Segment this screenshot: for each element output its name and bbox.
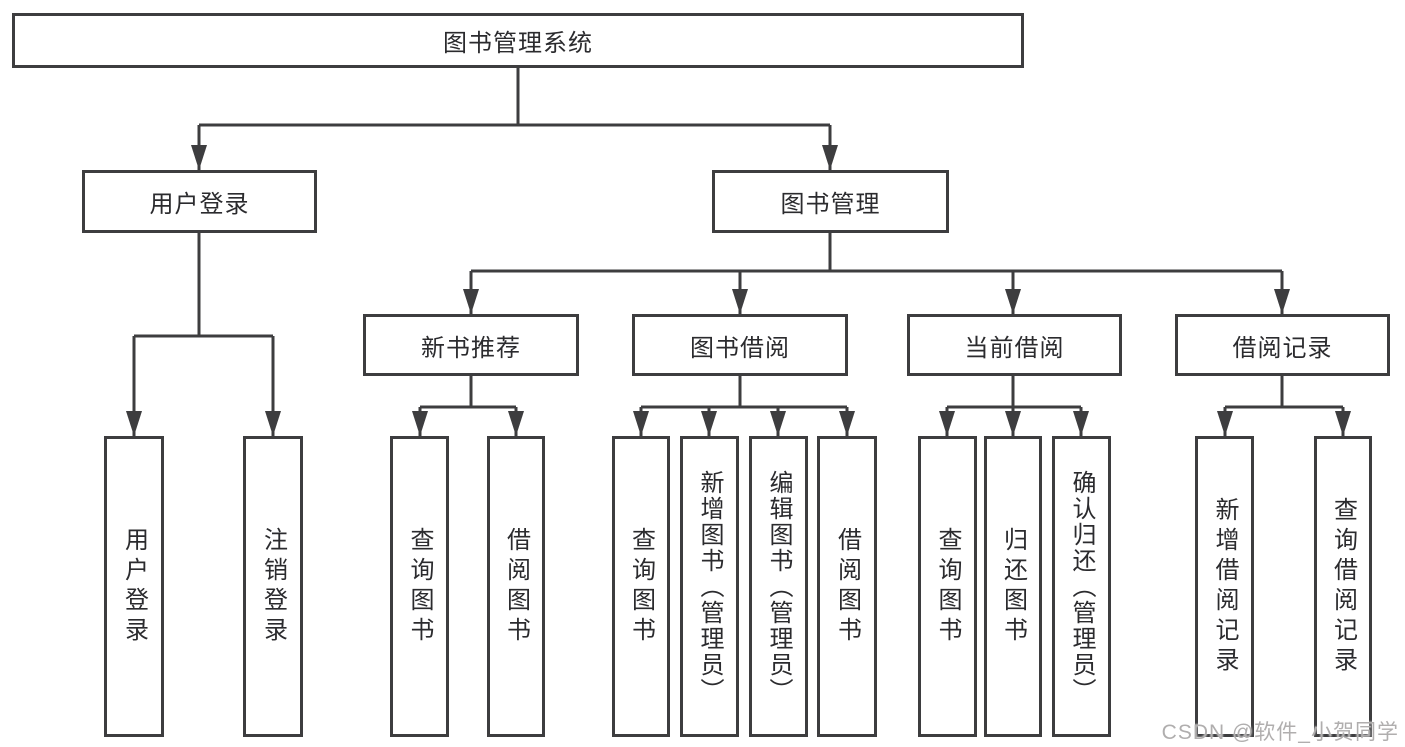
node-book-management-label: 图书管理 [780,191,881,218]
leaf-br-add-record: 新增借阅记录 [1195,436,1254,737]
leaf-rec-borrow-books: 借阅图书 [487,436,545,737]
leaf-br-query-record: 查询借阅记录 [1314,436,1372,737]
node-current-borrowing-label: 当前借阅 [964,334,1065,362]
leaf-bb-edit-books-admin: 编辑图书（管理员） [749,436,808,737]
leaf-cb-confirm-return-admin: 确认归还（管理员） [1052,436,1111,737]
leaf-cb-query-books: 查询图书 [918,436,977,737]
node-borrowing-records-label: 借阅记录 [1232,334,1333,362]
node-book-management: 图书管理 [712,170,949,233]
connector-new-book-rec-spine [420,376,516,409]
leaf-bb-add-books-admin-label: 新增图书（管理员） [696,469,723,704]
leaf-bb-edit-books-admin-label: 编辑图书（管理员） [765,469,792,704]
leaf-cb-query-books-label: 查询图书 [934,526,961,647]
leaf-user-login-label: 用户登录 [120,526,148,647]
leaf-bb-add-books-admin: 新增图书（管理员） [680,436,739,737]
leaf-bb-query-books: 查询图书 [612,436,670,737]
node-new-book-recommendation: 新书推荐 [363,314,579,376]
node-root-system-label: 图书管理系统 [443,30,593,57]
leaf-bb-query-books-label: 查询图书 [627,526,655,647]
csdn-watermark: CSDN @软件_小贺同学 [1161,721,1399,744]
node-new-book-recommendation-label: 新书推荐 [421,334,521,362]
node-user-login-label: 用户登录 [149,191,250,218]
node-book-borrowing: 图书借阅 [632,314,848,376]
leaf-logout: 注销登录 [243,436,303,737]
node-current-borrowing: 当前借阅 [907,314,1122,376]
connector-current-borrow-spine [947,376,1081,409]
leaf-br-query-record-label: 查询借阅记录 [1329,496,1357,677]
connector-borrow-records-spine [1225,376,1343,409]
leaf-rec-query-books: 查询图书 [390,436,449,737]
node-root-system: 图书管理系统 [12,13,1024,68]
connector-book-borrow-spine [641,376,847,409]
node-user-login: 用户登录 [82,170,317,233]
leaf-user-login: 用户登录 [104,436,164,737]
leaf-br-add-record-label: 新增借阅记录 [1211,496,1238,677]
leaf-logout-label: 注销登录 [259,526,287,647]
leaf-cb-return-books: 归还图书 [984,436,1042,737]
connector-root-spine [199,68,830,127]
leaf-rec-query-books-label: 查询图书 [406,526,433,647]
leaf-rec-borrow-books-label: 借阅图书 [502,526,530,647]
leaf-cb-confirm-return-admin-label: 确认归还（管理员） [1068,469,1095,704]
leaf-cb-return-books-label: 归还图书 [999,526,1027,647]
node-book-borrowing-label: 图书借阅 [690,334,790,362]
connector-book-management-spine [471,233,1282,273]
node-borrowing-records: 借阅记录 [1175,314,1390,376]
leaf-bb-borrow-books: 借阅图书 [817,436,877,737]
leaf-bb-borrow-books-label: 借阅图书 [833,526,861,647]
connector-user-login-spine [134,233,273,338]
